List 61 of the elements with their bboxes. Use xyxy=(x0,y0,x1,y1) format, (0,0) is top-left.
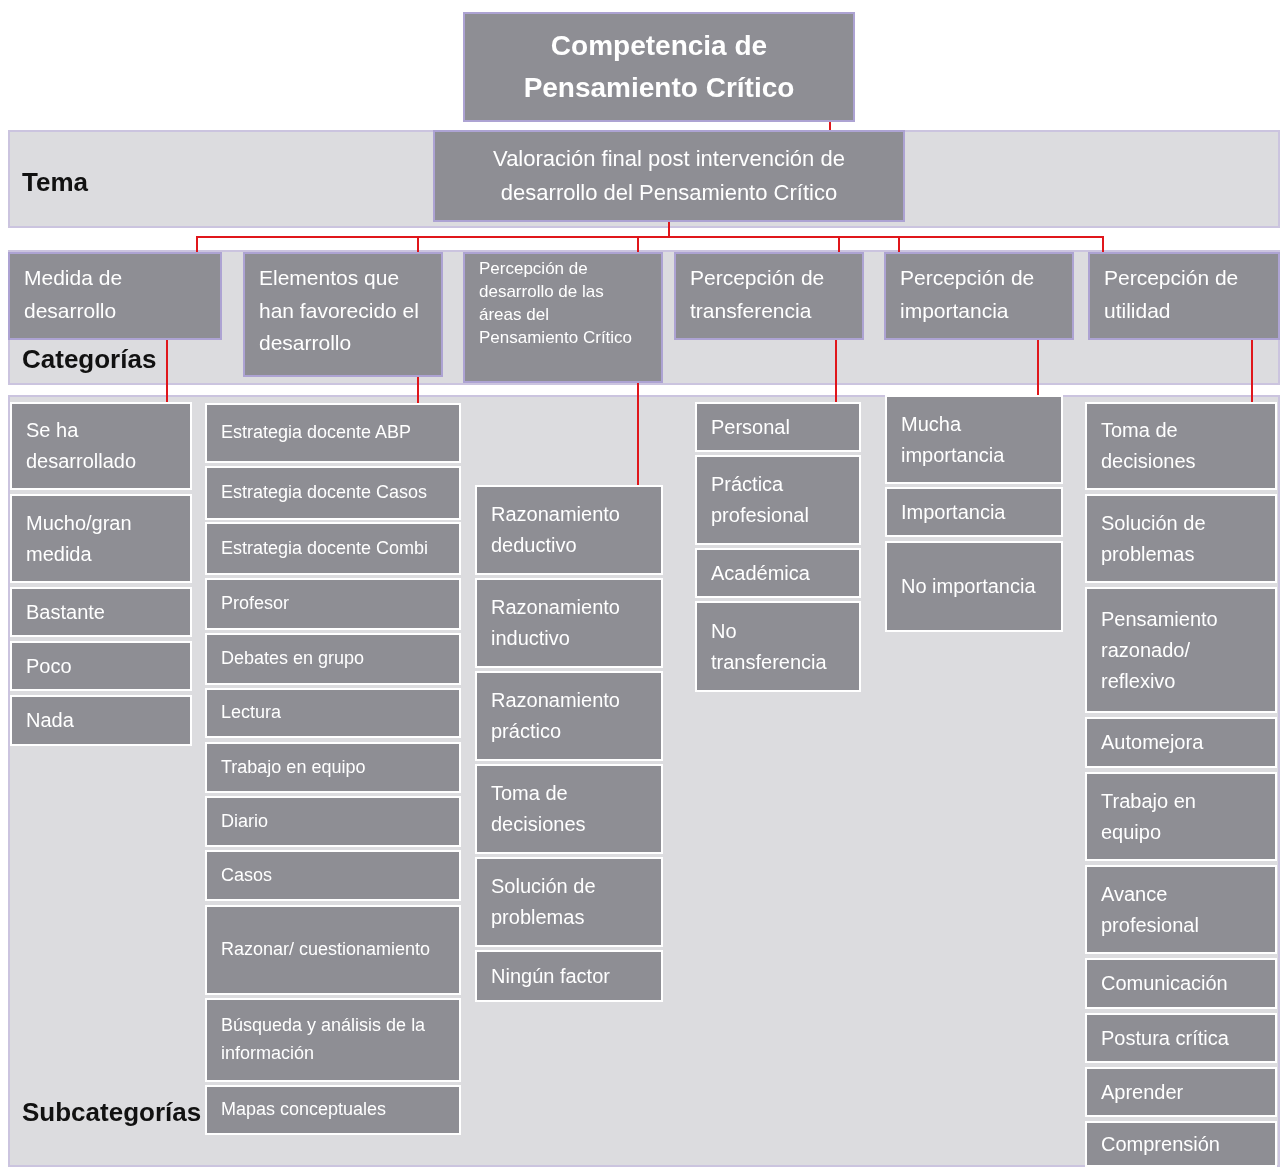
subcategory-box: Nada xyxy=(10,695,192,746)
connector-line xyxy=(1037,339,1039,396)
connector-line xyxy=(835,339,837,403)
subcategory-box: Estrategia docente ABP xyxy=(205,403,461,463)
title-box: Competencia de Pensamiento Crítico xyxy=(463,12,855,122)
subcategory-box: Razonar/ cuestionamiento xyxy=(205,905,461,995)
subcategory-box: Postura crítica xyxy=(1085,1013,1277,1063)
subcategory-box: Avance profesional xyxy=(1085,865,1277,954)
theme-box: Valoración final post intervención de desarrollo del Pensamiento Crítico xyxy=(433,130,905,222)
subcategory-box: Pensamiento razonado/ reflexivo xyxy=(1085,587,1277,713)
section-label: Subcategorías xyxy=(22,1097,202,1128)
subcategory-box: Importancia xyxy=(885,487,1063,537)
subcategory-box: Comprensión xyxy=(1085,1121,1277,1167)
subcategory-box: No importancia xyxy=(885,541,1063,632)
category-box: Medida de desarrollo xyxy=(8,252,222,340)
subcategory-box: Académica xyxy=(695,548,861,598)
category-box: Elementos que han favorecido el desarrollo xyxy=(243,252,443,377)
subcategory-box: Diario xyxy=(205,796,461,847)
connector-line xyxy=(637,382,639,486)
subcategory-box: Poco xyxy=(10,641,192,691)
section-band xyxy=(8,395,1280,1167)
category-box: Percepción de utilidad xyxy=(1088,252,1280,340)
subcategory-box: No transferencia xyxy=(695,601,861,692)
subcategory-box: Búsqueda y análisis de la información xyxy=(205,998,461,1082)
subcategory-box: Solución de problemas xyxy=(475,857,663,947)
subcategory-box: Lectura xyxy=(205,688,461,738)
subcategory-box: Estrategia docente Combi xyxy=(205,522,461,575)
subcategory-box: Aprender xyxy=(1085,1067,1277,1117)
category-box: Percepción de transferencia xyxy=(674,252,864,340)
subcategory-box: Mapas conceptuales xyxy=(205,1085,461,1135)
subcategory-box: Mucho/gran medida xyxy=(10,494,192,583)
subcategory-box: Práctica profesional xyxy=(695,455,861,545)
subcategory-box: Mucha importancia xyxy=(885,395,1063,484)
subcategory-box: Estrategia docente Casos xyxy=(205,466,461,520)
connector-line xyxy=(829,121,831,131)
connector-line xyxy=(1251,339,1253,403)
subcategory-box: Toma de decisiones xyxy=(475,764,663,854)
subcategory-box: Razonamiento práctico xyxy=(475,671,663,761)
category-box: Percepción de importancia xyxy=(884,252,1074,340)
subcategory-box: Trabajo en equipo xyxy=(1085,772,1277,861)
section-band xyxy=(8,250,1280,385)
subcategory-box: Casos xyxy=(205,850,461,901)
section-label: Categorías xyxy=(22,344,157,375)
subcategory-box: Comunicación xyxy=(1085,958,1277,1009)
subcategory-box: Personal xyxy=(695,402,861,452)
subcategory-box: Toma de decisiones xyxy=(1085,402,1277,490)
subcategory-box: Bastante xyxy=(10,587,192,637)
subcategory-box: Se ha desarrollado xyxy=(10,402,192,490)
subcategory-box: Automejora xyxy=(1085,717,1277,768)
subcategory-box: Ningún factor xyxy=(475,950,663,1002)
section-band xyxy=(8,130,1280,228)
subcategory-box: Debates en grupo xyxy=(205,633,461,685)
subcategory-box: Solución de problemas xyxy=(1085,494,1277,583)
connector-line xyxy=(166,339,168,403)
subcategory-box: Razonamiento inductivo xyxy=(475,578,663,668)
category-box: Percepción de desarrollo de las áreas del Pensamiento Crítico xyxy=(463,252,663,383)
section-label: Tema xyxy=(22,167,88,198)
connector-line xyxy=(417,376,419,404)
subcategory-box: Profesor xyxy=(205,578,461,630)
subcategory-box: Razonamiento deductivo xyxy=(475,485,663,575)
subcategory-box: Trabajo en equipo xyxy=(205,742,461,793)
